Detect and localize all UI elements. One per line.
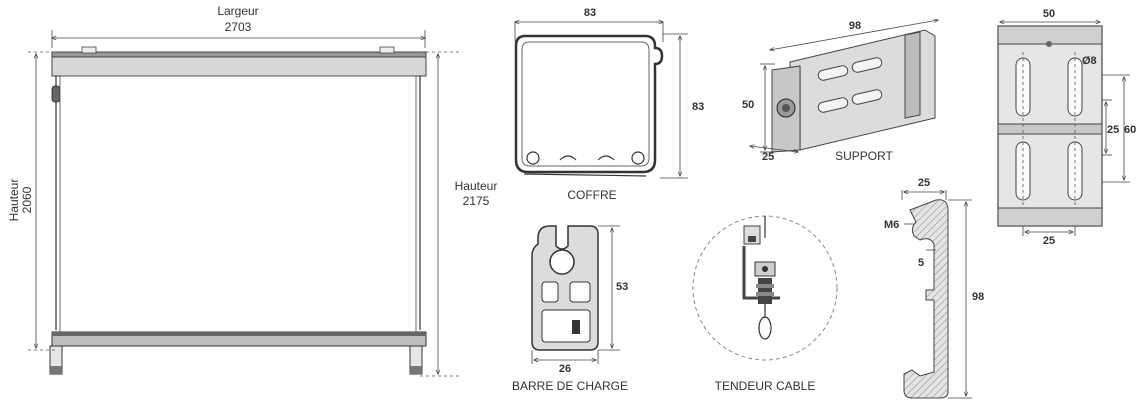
width-value: 2703 [225, 20, 252, 34]
plate-height: 60 [1124, 124, 1136, 136]
height-right-value: 2175 [463, 194, 490, 208]
cassette-top [51, 51, 427, 58]
side-profile-section: 25 M6 5 98 [884, 177, 984, 399]
width-label: Largeur [217, 4, 258, 18]
coffre-hook-right [597, 155, 615, 161]
support-ridge [904, 31, 921, 119]
coffre-width: 83 [584, 7, 596, 19]
height-left-value: 2060 [20, 186, 34, 213]
barre-channel [549, 249, 575, 275]
tendeur-clamp-screw [748, 236, 756, 242]
height-left-label: Hauteur [7, 179, 21, 222]
roller-blind-front-view: Largeur 2703 Hauteur 2060 Hauteur 2175 [7, 4, 498, 377]
tendeur-title: TENDEUR CABLE [715, 379, 816, 393]
support-depth-dimension [750, 146, 798, 152]
profile-width: 25 [918, 177, 930, 189]
coffre-groove-left [526, 151, 540, 165]
support-screw-head [782, 104, 790, 112]
bracket-right [379, 46, 395, 54]
fabric [59, 75, 417, 333]
bottom-bar-top [52, 332, 426, 336]
barre-width: 26 [559, 363, 571, 375]
support-height: 50 [742, 99, 754, 111]
plate-spacing: 25 [1107, 124, 1119, 136]
support-title: SUPPORT [835, 149, 893, 163]
coffre-lip [523, 173, 647, 177]
support-bracket: 98 50 25 SUPPORT [742, 20, 938, 163]
plate-middle-ridge [997, 123, 1103, 135]
tendeur-thread [756, 284, 774, 288]
barre-cavity [541, 281, 559, 303]
plate-bottom-flange [997, 207, 1103, 227]
bracket-left [81, 46, 97, 54]
support-length-dimension [770, 20, 938, 50]
barre-insert [572, 320, 580, 334]
coffre-hook-left [559, 155, 577, 161]
floor-anchor-left-base [50, 366, 62, 374]
chain-pulley [51, 85, 61, 103]
barre-title: BARRE DE CHARGE [512, 379, 628, 393]
support-depth: 25 [762, 151, 774, 163]
plate-hole-diameter: Ø8 [1082, 55, 1097, 67]
profile-section-shape [903, 199, 949, 399]
tendeur-eyelet [758, 316, 772, 340]
barre-cavity [541, 309, 591, 343]
tendeur-thread [756, 292, 774, 296]
coffre-title: COFFRE [567, 188, 616, 202]
plate-width: 50 [1043, 8, 1055, 20]
support-slot [817, 65, 849, 81]
profile-gap: 5 [918, 257, 924, 269]
tendeur-detail: TENDEUR CABLE [692, 215, 838, 393]
support-length: 98 [849, 20, 861, 32]
tendeur-nut-hole [762, 266, 768, 272]
support-slot [851, 57, 883, 73]
coffre-groove-right [631, 151, 645, 165]
barre-height: 53 [616, 281, 628, 293]
coffre-outline [514, 34, 664, 174]
coffre-profile: 83 83 COFFRE [515, 7, 704, 202]
floor-anchor-right-base [410, 366, 422, 374]
profile-height: 98 [972, 291, 984, 303]
coffre-inner [521, 41, 650, 167]
barre-profile: 53 26 BARRE DE CHARGE [512, 225, 628, 393]
plate-bottom-spacing: 25 [1043, 235, 1055, 247]
plate-center-hole [1046, 41, 1052, 47]
tendeur-threaded-rod [758, 278, 772, 304]
mounting-plate: 50 Ø8 25 60 25 [997, 8, 1136, 247]
support-slot [851, 89, 883, 105]
height-right-label: Hauteur [455, 179, 498, 193]
barre-cavity [569, 281, 591, 303]
profile-thread: M6 [884, 219, 899, 231]
support-slot [817, 97, 849, 113]
coffre-height: 83 [692, 101, 704, 113]
